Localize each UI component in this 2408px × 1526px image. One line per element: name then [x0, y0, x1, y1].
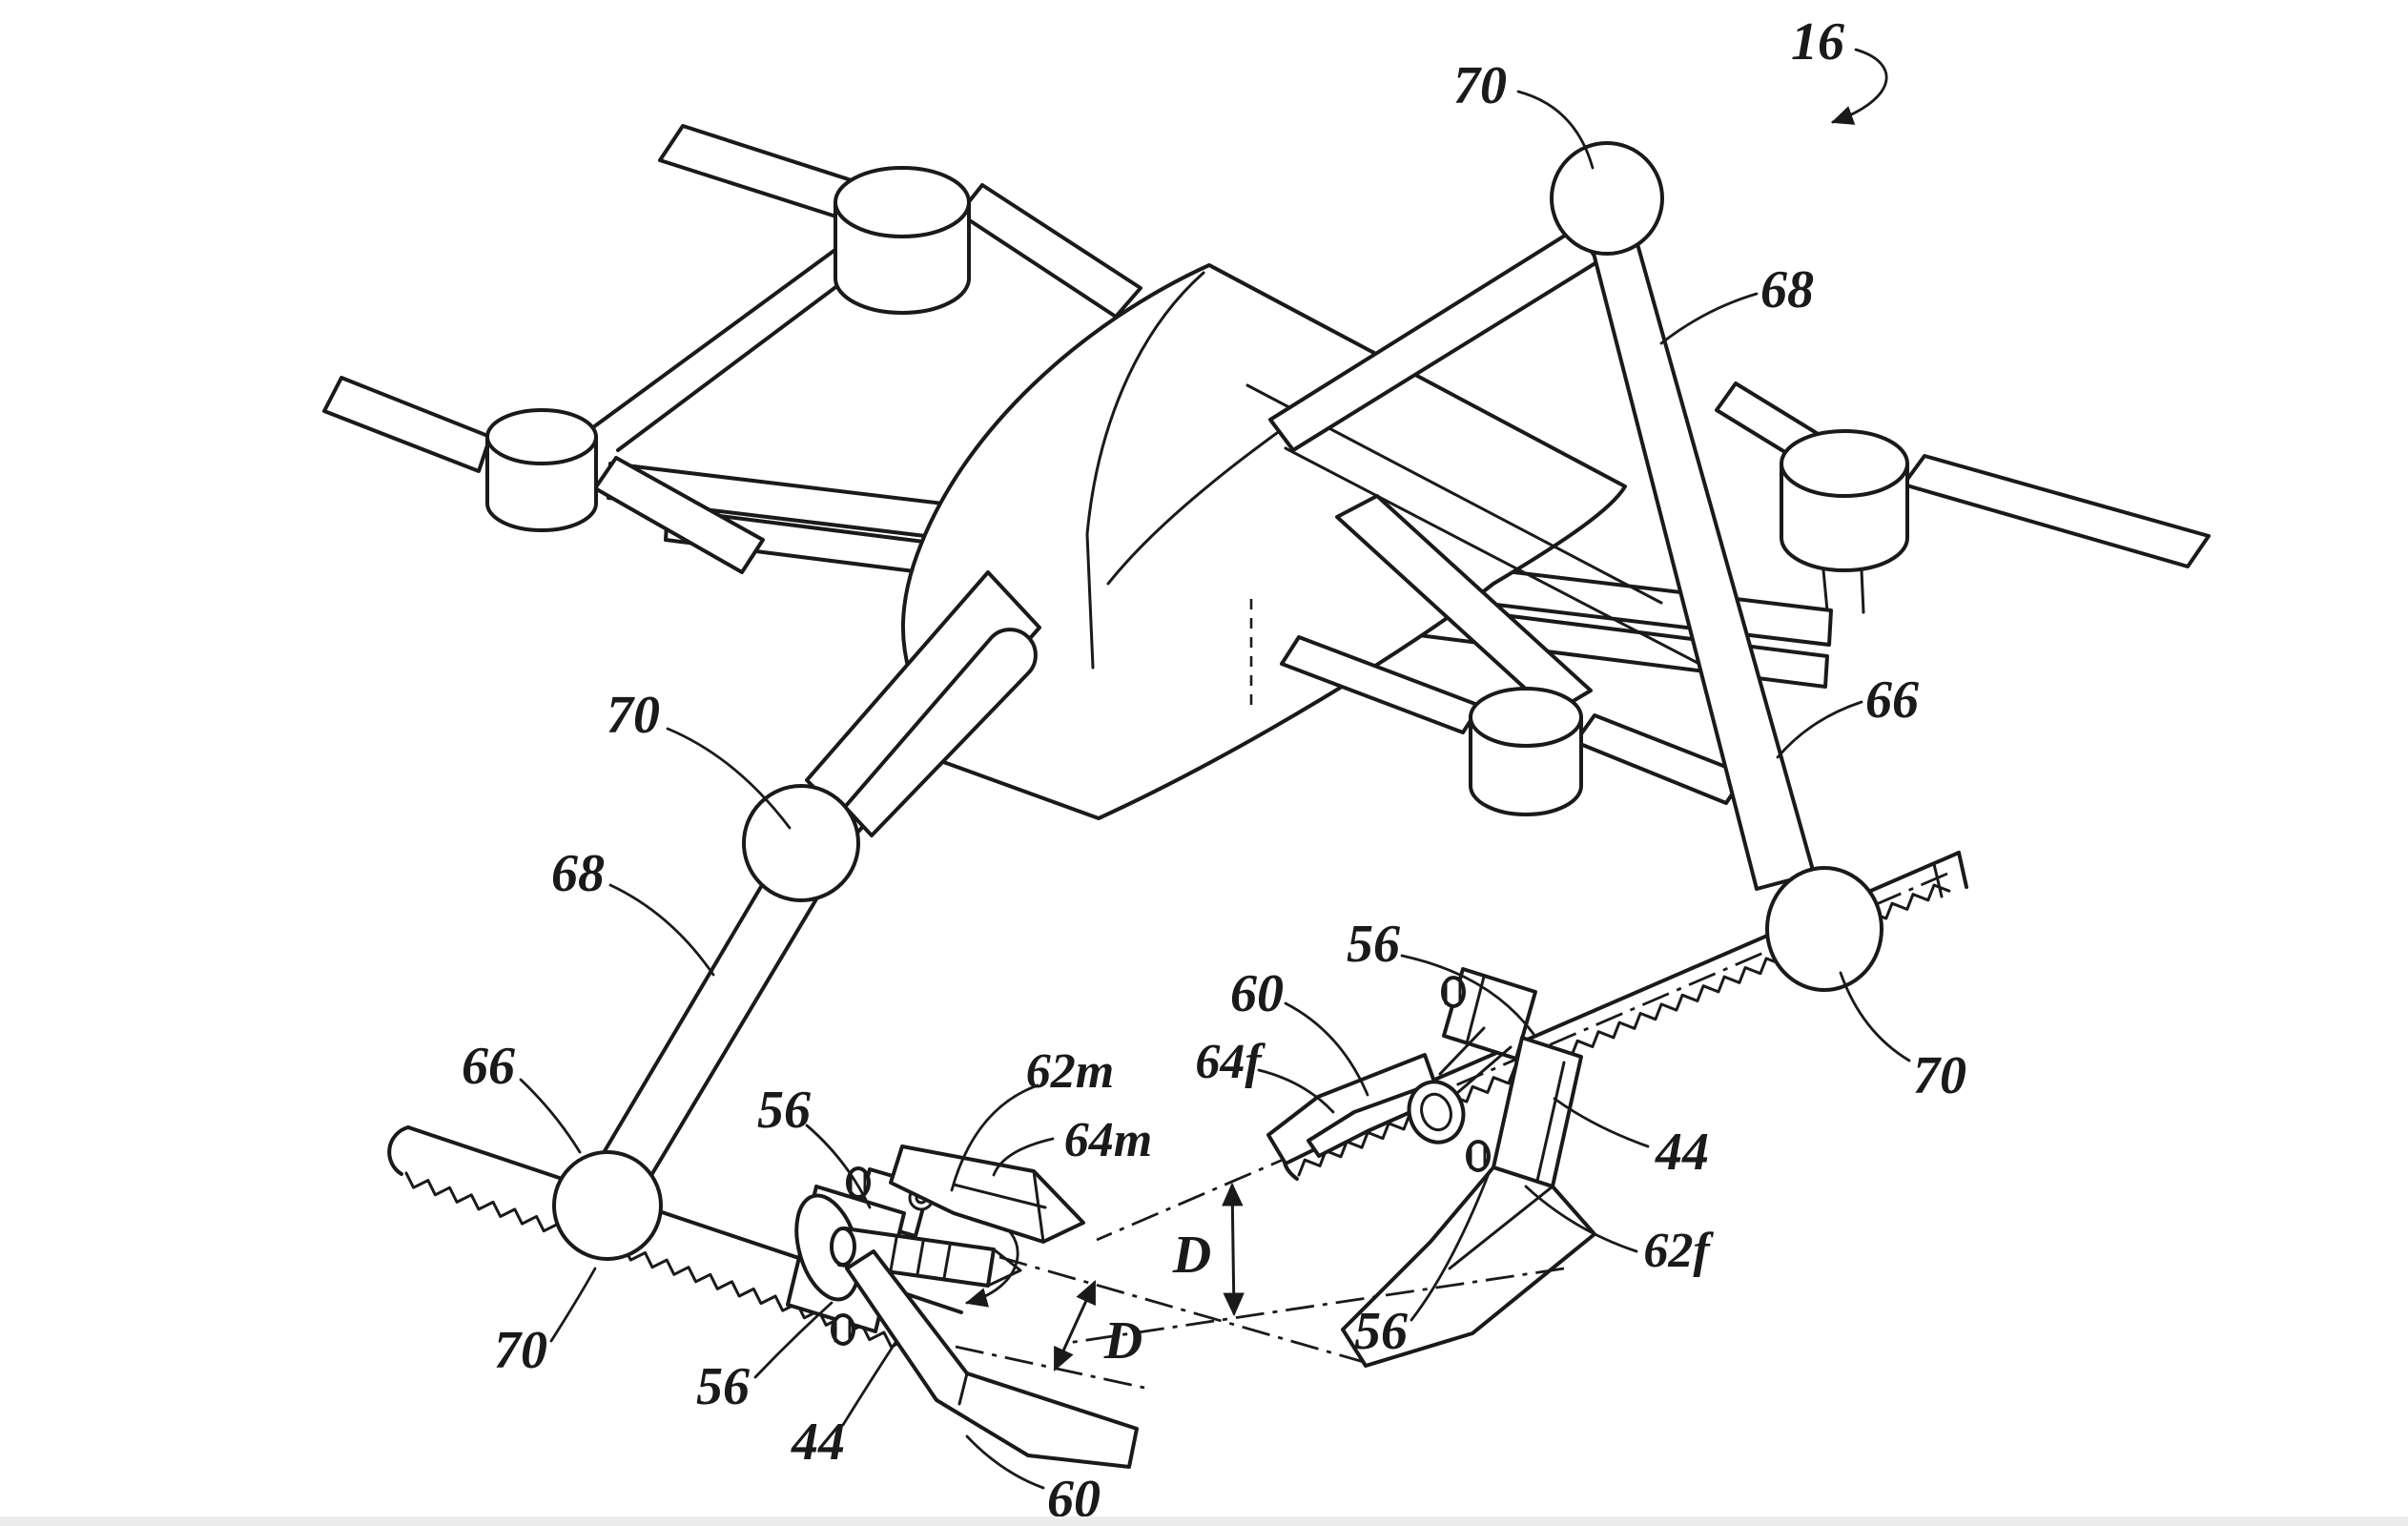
ref-label-70-right: 70: [1913, 1046, 1966, 1105]
leader-66-right: [1776, 700, 1863, 759]
leader-56-right-bottom: [1410, 1169, 1492, 1322]
right-gripper: [1266, 967, 1596, 1368]
ref-label-70-top: 70: [1453, 56, 1507, 115]
frame-spar-front-rotor: [1335, 494, 1593, 715]
left-dim-line-lower: [955, 1345, 1145, 1390]
leader-56-right-top: [1400, 954, 1535, 1036]
leader-44-left: [841, 1339, 898, 1427]
roof-face-edge: [1284, 446, 1699, 665]
rotor-top-left: [658, 124, 1142, 319]
left-rail-joint: [552, 1150, 663, 1261]
ref-label-16: 16: [1791, 12, 1844, 72]
reference-labels: 16 70 68 66 70 70 68 66 70 56 56 44 60 6…: [462, 12, 1966, 1526]
leader-62f: [1524, 1185, 1638, 1253]
leader-64m: [992, 1137, 1055, 1177]
ref-label-68-right: 68: [1760, 260, 1814, 320]
ref-label-44-left: 44: [791, 1413, 845, 1472]
dim-label-D-left: D: [1103, 1311, 1142, 1371]
right-dimension: [1067, 1182, 1565, 1345]
rotor-right: [1715, 382, 2211, 572]
leader-56-left-bottom: [753, 1301, 834, 1379]
page-edge-strip: [0, 1516, 2408, 1526]
rotor-right-blade-b: [1902, 454, 2211, 568]
leader-60-right: [1284, 1001, 1369, 1097]
rotor-rear-left-blade-a: [322, 376, 492, 473]
ref-label-56-left-top: 56: [757, 1081, 811, 1140]
ref-label-62f: 62f: [1643, 1224, 1714, 1278]
ref-label-66-left: 66: [462, 1037, 515, 1096]
leader-44-right: [1553, 1097, 1650, 1148]
right-gripper-eye: [1407, 1080, 1466, 1144]
ref-label-70-left-mid: 70: [607, 686, 660, 745]
body-front-edge: [1085, 271, 1205, 670]
leader-lines: [519, 48, 1911, 1490]
ref-label-56-left-bottom: 56: [696, 1357, 750, 1416]
rotor-top-left-blade-b: [957, 183, 1142, 319]
right-rotor-mast: [1821, 568, 1865, 614]
leader-68-right: [1659, 292, 1759, 345]
left-lead-screw: [830, 1215, 1022, 1308]
ref-label-70-left-bottom: 70: [494, 1321, 547, 1380]
ref-label-64m: 64m: [1064, 1113, 1152, 1167]
rotor-front: [1280, 635, 1747, 816]
leader-66-left: [519, 1078, 582, 1154]
leader-62m: [950, 1083, 1039, 1192]
leader-64f: [1257, 1068, 1335, 1114]
rotor-rear-left-blade-b: [593, 456, 765, 574]
ref-label-68-left: 68: [551, 844, 605, 903]
left-dimension: [955, 1255, 1365, 1390]
left-gripper: [786, 1144, 1139, 1469]
leader-56-left-top: [805, 1124, 872, 1209]
right-dim-line-lower: [1067, 1267, 1565, 1345]
left-gripper-finger: [845, 1249, 1139, 1469]
left-shoulder-joint: [742, 784, 860, 902]
leader-70-left-mid: [666, 727, 792, 830]
leader-68-left: [608, 883, 715, 977]
left-arm-cap: [843, 628, 1038, 837]
left-carriage-pin-lower: [831, 1313, 855, 1346]
right-shoulder-joint: [1550, 141, 1664, 256]
leader-60-left: [965, 1434, 1045, 1490]
ref-label-62m: 62m: [1026, 1044, 1114, 1099]
ref-label-56-right-top: 56: [1347, 915, 1400, 974]
right-rail-joint: [1765, 866, 1883, 992]
ref-label-56-right-bottom: 56: [1354, 1302, 1408, 1361]
rotor-top-left-blade-a: [658, 124, 862, 221]
dim-label-D-right: D: [1172, 1226, 1211, 1285]
left-dim-line-upper: [998, 1255, 1365, 1364]
left-dim-arrow: [1053, 1279, 1097, 1372]
right-carriage-pin-upper: [1441, 976, 1466, 1008]
right-dim-arrow: [1222, 1182, 1245, 1317]
frame-bar-left: [591, 237, 875, 452]
rotor-rear-left: [322, 376, 765, 574]
ref-label-44-right: 44: [1655, 1123, 1709, 1182]
right-carriage-pin-lower: [1466, 1140, 1491, 1172]
figure-ref-arrow: [1831, 48, 1888, 125]
leader-70-right: [1839, 971, 1911, 1062]
ref-label-60-right: 60: [1230, 964, 1284, 1023]
leader-70-top: [1516, 90, 1595, 170]
ref-label-66-right: 66: [1865, 670, 1919, 730]
ref-label-64f: 64f: [1195, 1035, 1266, 1089]
right-gripper-lower-jaw: [1341, 1165, 1596, 1368]
leader-70-left-bottom: [549, 1267, 597, 1343]
